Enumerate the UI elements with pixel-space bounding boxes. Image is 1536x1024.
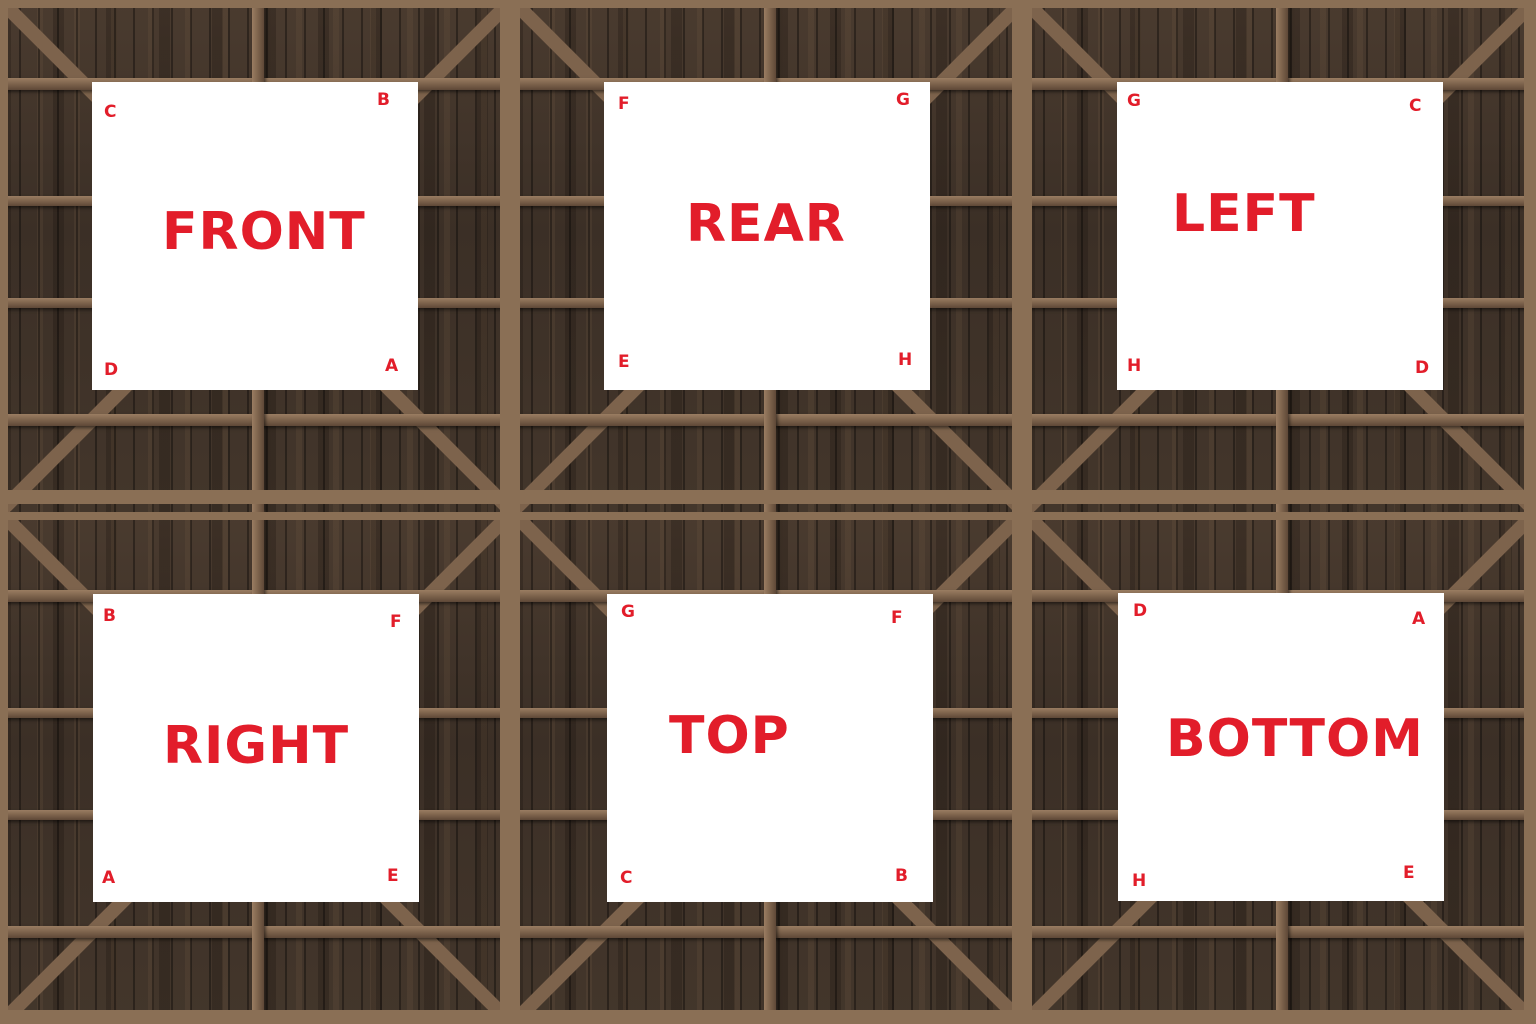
corner-label-top-left: F: [618, 94, 630, 114]
face-label-top: TOP: [669, 706, 790, 766]
face-panel-top: TOP G F C B: [607, 594, 933, 902]
corner-label-top-right: C: [1409, 96, 1422, 116]
corner-label-bottom-right: E: [387, 866, 399, 886]
corner-label-bottom-left: H: [1132, 871, 1147, 891]
face-panel-front: FRONT C B D A: [92, 82, 418, 390]
face-panel-right: RIGHT B F A E: [93, 594, 419, 902]
face-tile-rear: REAR F G E H: [512, 0, 1024, 512]
corner-label-bottom-right: A: [385, 356, 399, 376]
face-label-rear: REAR: [686, 194, 846, 254]
face-tile-left: LEFT G C H D: [1024, 0, 1536, 512]
corner-label-bottom-left: E: [618, 352, 630, 372]
corner-label-top-left: G: [1127, 91, 1141, 111]
face-label-left: LEFT: [1172, 184, 1316, 244]
corner-label-top-right: A: [1412, 609, 1426, 629]
face-panel-bottom: BOTTOM D A H E: [1118, 593, 1444, 901]
corner-label-top-right: F: [891, 608, 903, 628]
face-tile-right: RIGHT B F A E: [0, 512, 512, 1024]
corner-label-top-left: G: [621, 602, 635, 622]
corner-label-top-right: B: [377, 90, 390, 110]
corner-label-bottom-right: H: [898, 350, 913, 370]
corner-label-bottom-left: H: [1127, 356, 1142, 376]
corner-label-top-left: D: [1133, 601, 1148, 621]
corner-label-bottom-left: A: [102, 868, 116, 888]
corner-label-top-right: F: [390, 612, 402, 632]
corner-label-top-left: B: [103, 606, 116, 626]
face-label-front: FRONT: [162, 202, 366, 262]
corner-label-top-left: C: [104, 102, 117, 122]
corner-label-bottom-left: C: [620, 868, 633, 888]
corner-label-bottom-right: D: [1415, 358, 1430, 378]
face-label-right: RIGHT: [163, 716, 350, 776]
face-tile-front: FRONT C B D A: [0, 0, 512, 512]
corner-label-bottom-right: B: [895, 866, 908, 886]
face-label-bottom: BOTTOM: [1166, 709, 1424, 769]
corner-label-bottom-left: D: [104, 360, 119, 380]
face-panel-rear: REAR F G E H: [604, 82, 930, 390]
face-tile-top: TOP G F C B: [512, 512, 1024, 1024]
face-panel-left: LEFT G C H D: [1117, 82, 1443, 390]
face-tile-bottom: BOTTOM D A H E: [1024, 512, 1536, 1024]
corner-label-bottom-right: E: [1403, 863, 1415, 883]
corner-label-top-right: G: [896, 90, 910, 110]
